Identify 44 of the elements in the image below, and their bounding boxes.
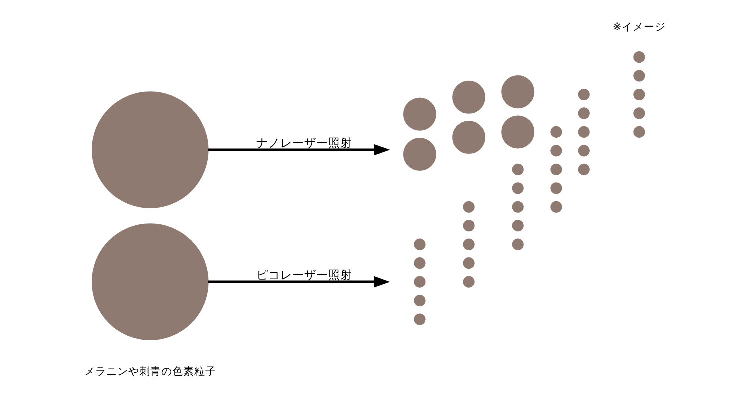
node-circle — [578, 88, 590, 101]
node-circle — [402, 138, 436, 171]
node-circle — [578, 164, 590, 176]
node-circle — [91, 92, 208, 208]
edge-label: ピコレーザー照射 — [256, 268, 352, 282]
node-circle — [512, 238, 524, 250]
label: ※イメージ — [612, 20, 666, 34]
node-circle — [633, 126, 645, 138]
node-circle — [550, 145, 562, 157]
node-circle — [550, 126, 562, 138]
node-circle — [462, 201, 474, 213]
node-circle — [462, 258, 474, 270]
node-circle — [633, 88, 645, 101]
node-circle — [633, 108, 645, 120]
node-circle — [512, 201, 524, 213]
node-circle — [414, 276, 426, 288]
node-circle — [402, 98, 436, 131]
arrow — [208, 276, 390, 288]
node-circle — [512, 220, 524, 232]
node-circle — [414, 238, 426, 250]
node-circle — [578, 126, 590, 138]
node-circle — [452, 80, 486, 114]
node-circle — [550, 182, 562, 194]
node-circle — [452, 121, 486, 154]
label: メラニンや刺青の色素粒子 — [84, 364, 216, 378]
node-circle — [462, 238, 474, 250]
node-circle — [550, 164, 562, 176]
node-circle — [462, 276, 474, 288]
node-circle — [501, 76, 534, 109]
arrow — [208, 144, 390, 156]
node-circle — [550, 201, 562, 213]
node-circle — [414, 258, 426, 270]
node-circle — [462, 220, 474, 232]
edge-label: ナノレーザー照射 — [256, 136, 352, 150]
node-circle — [414, 314, 426, 326]
node-circle — [501, 116, 534, 149]
node-circle — [633, 51, 645, 64]
node-circle — [414, 295, 426, 307]
node-circle — [578, 108, 590, 120]
node-circle — [512, 164, 524, 176]
node-circle — [633, 70, 645, 82]
node-circle — [91, 224, 208, 340]
node-circle — [578, 145, 590, 157]
node-circle — [512, 182, 524, 194]
